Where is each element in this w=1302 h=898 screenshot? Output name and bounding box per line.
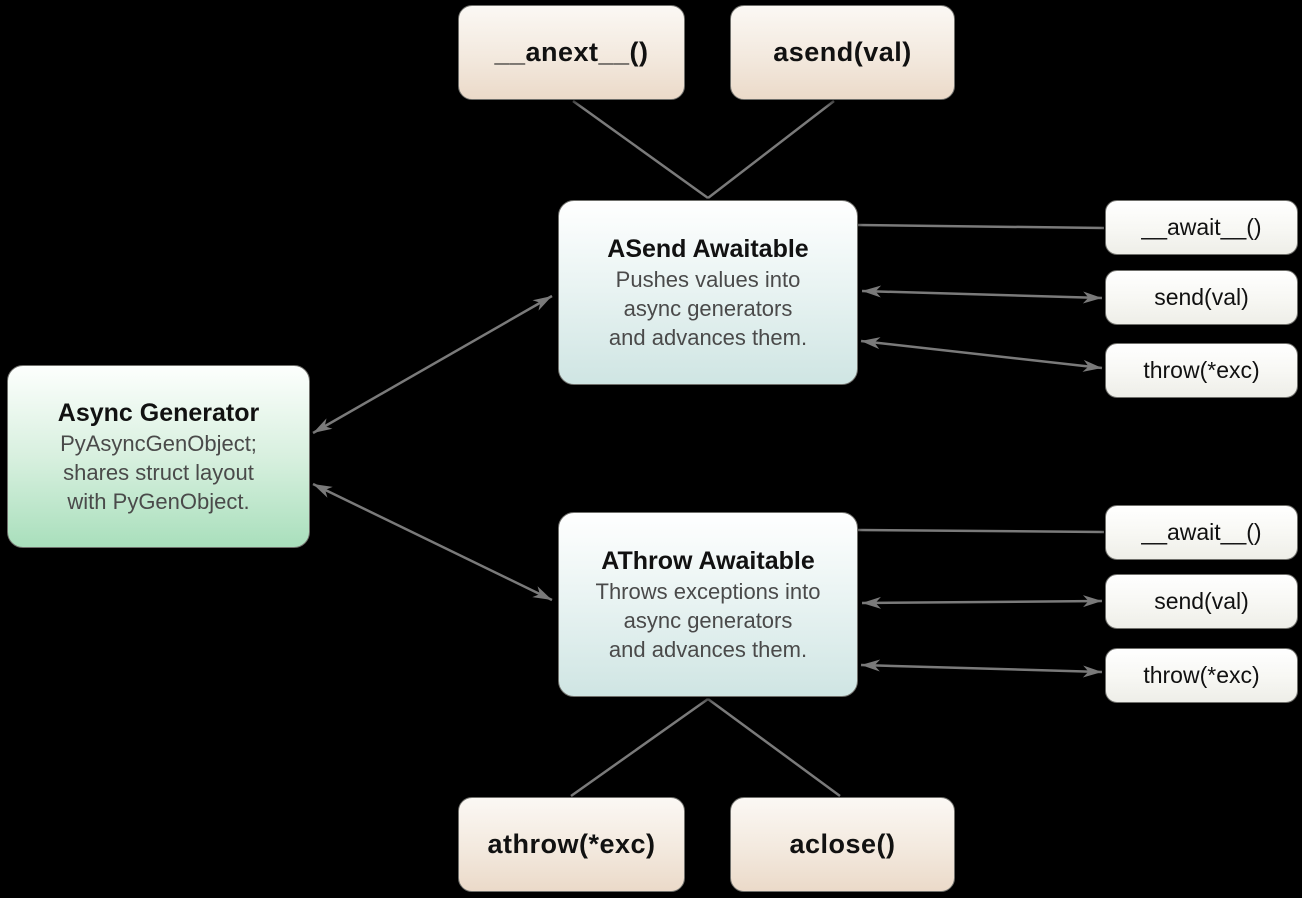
chip-athrow-send: send(val) bbox=[1105, 574, 1298, 629]
chip-athrow-throw: throw(*exc) bbox=[1105, 648, 1298, 703]
chip-asend-await: __await__() bbox=[1105, 200, 1298, 255]
edge-asend-awaitable-throw-bidirectional bbox=[860, 337, 1103, 372]
chip-asend-send: send(val) bbox=[1105, 270, 1298, 325]
edge-generator-athrow-bidirectional bbox=[312, 482, 553, 602]
node-asend-awaitable-body: Pushes values into async generators and … bbox=[608, 267, 808, 350]
node-aclose-label: aclose() bbox=[789, 829, 896, 859]
node-aclose: aclose() bbox=[730, 797, 955, 892]
chip-athrow-throw-label: throw(*exc) bbox=[1143, 662, 1260, 688]
node-asend-awaitable: ASend Awaitable Pushes values into async… bbox=[558, 200, 858, 385]
node-athrow: athrow(*exc) bbox=[458, 797, 685, 892]
chip-asend-throw: throw(*exc) bbox=[1105, 343, 1298, 398]
node-asend: asend(val) bbox=[730, 5, 955, 100]
edge-asend-awaitable-to-await bbox=[857, 223, 1105, 230]
edge-generator-asend-bidirectional bbox=[312, 294, 553, 435]
chip-athrow-await: __await__() bbox=[1105, 505, 1298, 560]
node-anext: __anext__() bbox=[458, 5, 685, 100]
node-async-generator: Async Generator PyAsyncGenObject; shares… bbox=[7, 365, 310, 548]
node-athrow-awaitable-body: Throws exceptions into async generators … bbox=[595, 579, 821, 662]
chip-asend-throw-label: throw(*exc) bbox=[1143, 357, 1260, 383]
edge-athrow-awaitable-throw-bidirectional bbox=[860, 659, 1103, 678]
node-asend-awaitable-title: ASend Awaitable bbox=[607, 235, 809, 263]
edge-asend-to-asend-awaitable bbox=[707, 100, 835, 199]
edge-athrow-awaitable-send-bidirectional bbox=[861, 595, 1103, 609]
node-athrow-awaitable: AThrow Awaitable Throws exceptions into … bbox=[558, 512, 858, 697]
node-async-generator-body: PyAsyncGenObject; shares struct layout w… bbox=[60, 431, 257, 514]
chip-athrow-await-label: __await__() bbox=[1141, 519, 1262, 545]
edge-athrow-awaitable-to-aclose bbox=[707, 697, 841, 798]
node-anext-label: __anext__() bbox=[494, 37, 649, 67]
node-athrow-label: athrow(*exc) bbox=[487, 829, 656, 859]
node-async-generator-title: Async Generator bbox=[57, 399, 260, 427]
edge-anext-to-asend-awaitable bbox=[572, 99, 709, 200]
edge-athrow-awaitable-to-await bbox=[857, 528, 1105, 534]
edge-asend-awaitable-send-bidirectional bbox=[861, 285, 1103, 304]
chip-asend-await-label: __await__() bbox=[1141, 214, 1262, 240]
node-asend-label: asend(val) bbox=[773, 37, 912, 67]
chip-asend-send-label: send(val) bbox=[1154, 284, 1249, 310]
node-athrow-awaitable-title: AThrow Awaitable bbox=[601, 547, 815, 575]
edge-athrow-awaitable-to-athrow bbox=[570, 697, 709, 798]
chip-athrow-send-label: send(val) bbox=[1154, 588, 1249, 614]
